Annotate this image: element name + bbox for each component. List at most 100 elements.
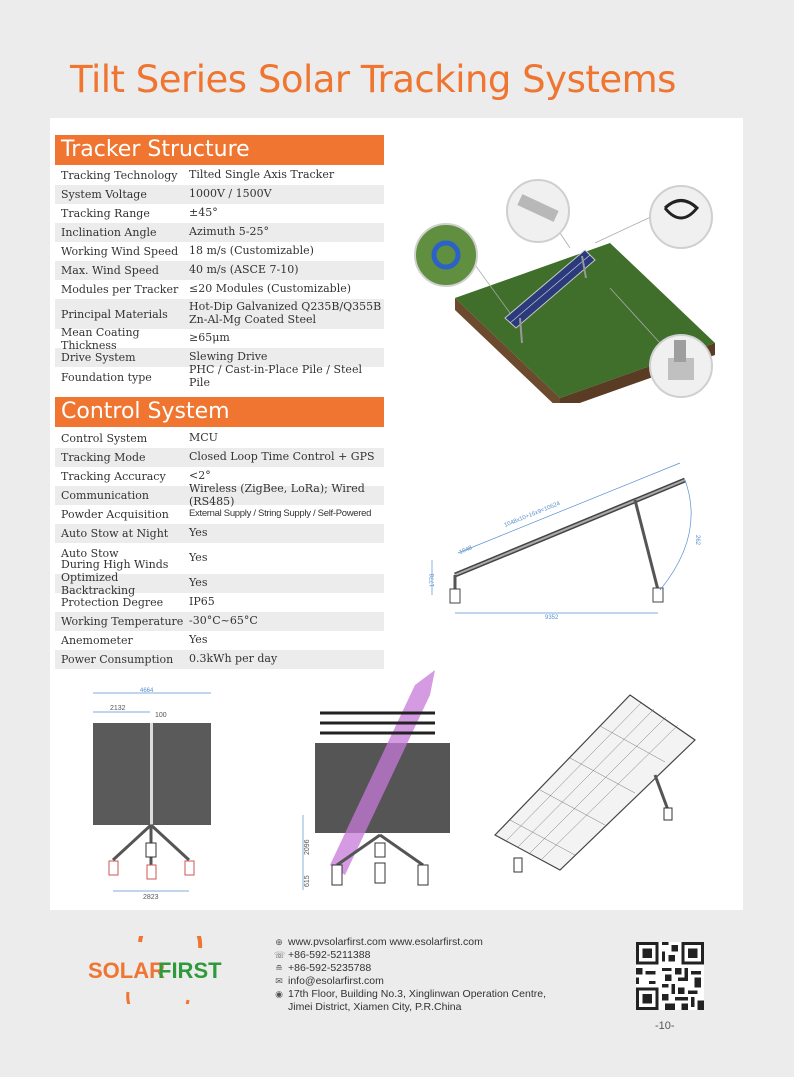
spec-value: Closed Loop Time Control + GPS: [189, 450, 375, 464]
fax-number: +86-592-5235788: [288, 962, 372, 974]
spec-row: Working Wind Speed 18 m/s (Customizable): [55, 242, 384, 261]
email-link[interactable]: info@esolarfirst.com: [288, 975, 384, 987]
website-link[interactable]: www.pvsolarfirst.com www.esolarfirst.com: [288, 936, 483, 948]
address-line-2: Jimei District, Xiamen City, P.R.China: [288, 1001, 462, 1013]
spec-value: ≥65μm: [189, 331, 230, 345]
contact-info: ⊕www.pvsolarfirst.com www.esolarfirst.co…: [274, 936, 546, 1014]
tracker-structure-table: Tracking Technology Tilted Single Axis Tr…: [55, 166, 384, 389]
spec-label: Communication: [61, 489, 149, 502]
spec-row: Anemometer Yes: [55, 631, 384, 650]
spec-row: Tracking Mode Closed Loop Time Control + …: [55, 448, 384, 467]
tel-number: +86-592-5211388: [288, 949, 371, 961]
spec-value: Wireless (ZigBee, LoRa); Wired (RS485): [189, 481, 365, 508]
spec-row: System Voltage 1000V / 1500V: [55, 185, 384, 204]
tilt-panel-highlight: [330, 670, 435, 875]
page-title: Tilt Series Solar Tracking Systems: [70, 58, 676, 101]
spec-label: Power Consumption: [61, 653, 174, 666]
spec-row: Tracking Technology Tilted Single Axis Tr…: [55, 166, 384, 185]
panel-row: [504, 249, 596, 329]
spec-value: <2°: [189, 469, 211, 483]
dim-height-right: 262: [694, 535, 700, 546]
spec-value: Slewing Drive: [189, 350, 268, 364]
dim-tilt-h2: 615: [304, 875, 311, 887]
spec-row: Powder Acquisition External Supply / Stri…: [55, 505, 384, 524]
solarfirst-logo: SOLAR FIRST: [88, 936, 222, 1004]
address-line-1: 17th Floor, Building No.3, Xinglinwan Op…: [288, 988, 546, 1000]
spec-value: 40 m/s (ASCE 7-10): [189, 263, 299, 277]
dim-front-gap: 100: [155, 712, 167, 719]
spec-row: Modules per Tracker≤20 Modules (Customiz…: [55, 280, 384, 299]
dim-module: 1048: [459, 545, 474, 556]
tilt-range-drawing: 2096 615: [302, 670, 450, 890]
spec-label: Tracking Accuracy: [61, 470, 166, 483]
spec-label: Tracking Technology: [61, 169, 178, 182]
spec-value: External Supply / String Supply / Self-P…: [189, 508, 372, 520]
fax-icon: ≘: [275, 963, 283, 973]
spec-label: Auto Stow at Night: [61, 527, 169, 540]
spec-row: Working Temperature -30°C~65°C: [55, 612, 384, 631]
spec-label: Mean Coating Thickness: [61, 325, 140, 352]
spec-value: PHC / Cast-in-Place Pile / Steel Pile: [189, 363, 362, 389]
spec-label: Drive System: [61, 351, 136, 364]
spec-row: Tracking Range±45°: [55, 204, 384, 223]
dim-front-top: 4664: [140, 688, 154, 694]
front-panel-left: [93, 723, 150, 825]
tracker-3d-render: [414, 179, 715, 403]
qr-code[interactable]: [636, 942, 704, 1010]
spec-label: Working Temperature: [61, 615, 184, 628]
dim-front-half: 2132: [110, 705, 126, 712]
front-panel-right: [153, 723, 211, 825]
control-system-heading: Control System: [55, 397, 384, 427]
spec-label: Protection Degree: [61, 596, 164, 609]
location-icon: ◉: [275, 989, 283, 999]
spec-row: Drive System Slewing Drive: [55, 348, 384, 367]
spec-label: Foundation type: [61, 370, 152, 384]
spec-label: Working Wind Speed: [61, 245, 179, 258]
spec-value: Yes: [189, 576, 208, 590]
spec-row: Inclination Angle Azimuth 5-25°: [55, 223, 384, 242]
spec-row: Mean Coating Thickness ≥65μm: [55, 326, 384, 352]
spec-value: -30°C~65°C: [189, 614, 258, 628]
spec-row: Tracking Accuracy <2°: [55, 467, 384, 486]
svg-text:FIRST: FIRST: [158, 958, 222, 983]
spec-value: Yes: [189, 551, 208, 565]
spec-label: Powder Acquisition: [61, 508, 169, 521]
spec-value: Azimuth 5-25°: [189, 225, 269, 239]
spec-label: Inclination Angle: [61, 226, 157, 239]
page-number: -10-: [655, 1020, 675, 1032]
spec-label: Control System: [61, 432, 148, 445]
spec-value: Yes: [189, 633, 208, 647]
spec-value: 18 m/s (Customizable): [189, 244, 314, 258]
spec-value: 1000V / 1500V: [189, 187, 272, 201]
dim-tilt-h1: 2096: [304, 839, 311, 855]
spec-value: 0.3kWh per day: [189, 652, 278, 666]
spec-value: Tilted Single Axis Tracker: [189, 168, 335, 182]
spec-row: Power Consumption 0.3kWh per day: [55, 650, 384, 669]
spec-label: Tracking Mode: [61, 451, 146, 464]
spec-label: Tracking Range: [61, 207, 150, 220]
spec-row: Communication Wireless (ZigBee, LoRa); Wi…: [55, 481, 384, 508]
tracker-structure-heading: Tracker Structure: [55, 135, 384, 165]
spec-row: Protection Degree IP65: [55, 593, 384, 612]
dim-length: 9352: [545, 615, 559, 621]
spec-value: IP65: [189, 595, 215, 609]
spec-label: Anemometer: [61, 634, 133, 647]
spec-row: Max. Wind Speed 40 m/s (ASCE 7-10): [55, 261, 384, 280]
phone-icon: ☏: [274, 950, 286, 960]
email-icon: ✉: [275, 976, 283, 986]
perspective-panel: [494, 694, 696, 871]
side-elevation-drawing: 9352 1778 1048x10+16x9=10624 1048 262: [430, 462, 700, 621]
dim-front-base: 2823: [143, 894, 159, 901]
dim-height-left: 1778: [430, 573, 436, 587]
front-view-drawing: 4664 2132 100 2823: [93, 688, 211, 901]
spec-label: Max. Wind Speed: [61, 264, 159, 277]
spec-label: System Voltage: [61, 188, 147, 201]
soil-left-face: [455, 298, 560, 403]
